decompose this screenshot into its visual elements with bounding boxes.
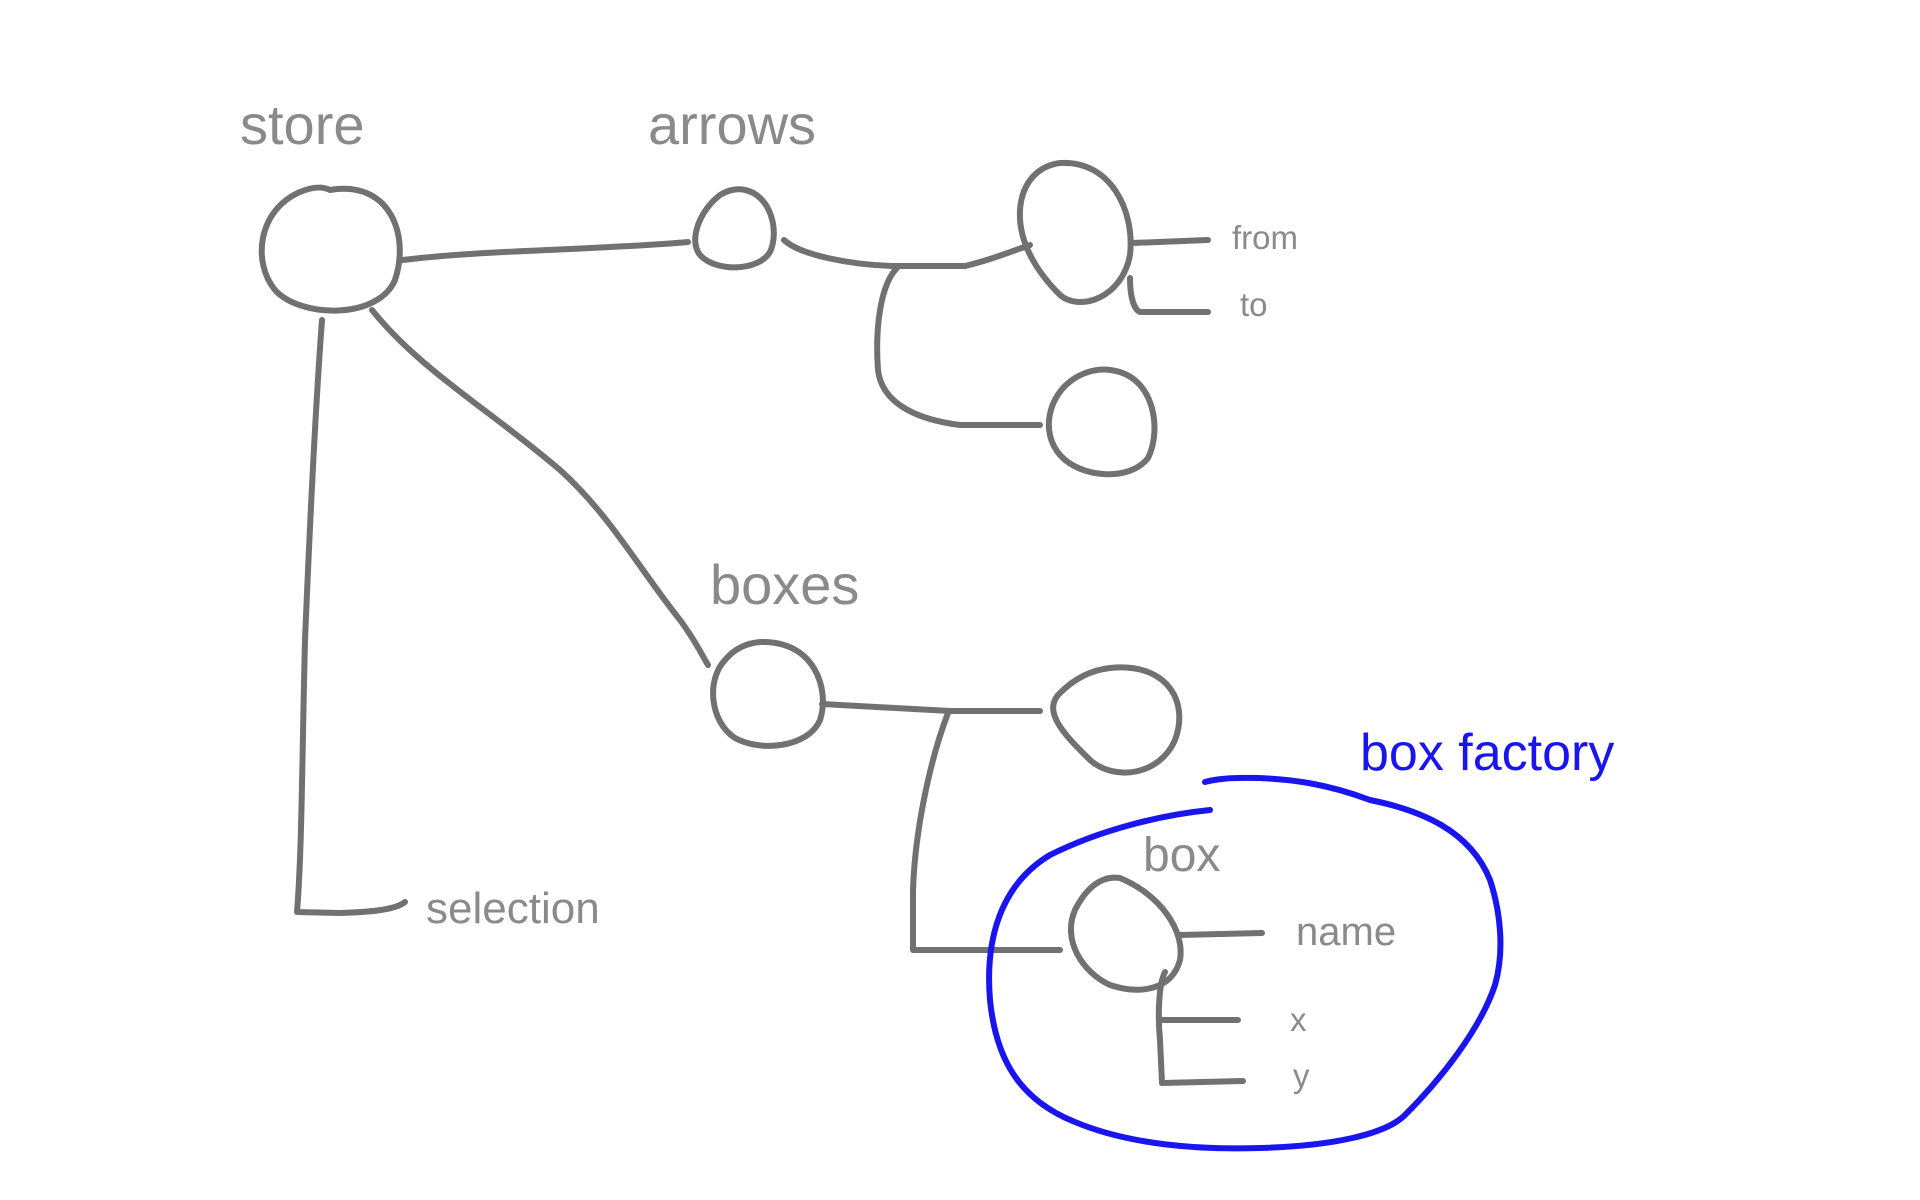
- boxes-node: [710, 638, 826, 749]
- label-box: box: [1143, 829, 1221, 882]
- edge-fork-arrow-item-2: [874, 265, 1043, 428]
- label-selection: selection: [426, 884, 600, 933]
- edge-fork-from-node: [962, 242, 1033, 269]
- edge-store-arrows: [400, 239, 691, 263]
- label-box-factory: box factory: [1360, 724, 1615, 782]
- box-item-node-top: [1050, 664, 1183, 776]
- edge-store-selection: [294, 317, 408, 916]
- edge-y: [1159, 1078, 1246, 1086]
- label-x: x: [1290, 1001, 1307, 1038]
- label-arrows: arrows: [648, 93, 817, 156]
- edge-xy-stem: [1155, 969, 1168, 1086]
- edge-store-boxes: [369, 307, 711, 668]
- edge-to: [1127, 275, 1211, 315]
- edge-name: [1177, 930, 1265, 938]
- label-store: store: [240, 93, 365, 156]
- arrow-item-node-bottom: [1045, 366, 1158, 478]
- label-name: name: [1296, 910, 1397, 954]
- store-node: [258, 184, 403, 314]
- box-node: [1068, 874, 1184, 993]
- label-y: y: [1293, 1057, 1310, 1094]
- label-boxes: boxes: [710, 553, 860, 616]
- label-to: to: [1240, 286, 1268, 323]
- edge-arrows-fork: [781, 237, 968, 269]
- label-from: from: [1232, 219, 1298, 256]
- edge-boxes-fork: [819, 701, 1043, 714]
- edge-fork-box: [910, 710, 1063, 953]
- box-factory-outline: [986, 774, 1504, 1152]
- arrow-item-node-top: [1016, 159, 1134, 306]
- arrows-node: [692, 186, 777, 271]
- edge-from: [1129, 237, 1211, 246]
